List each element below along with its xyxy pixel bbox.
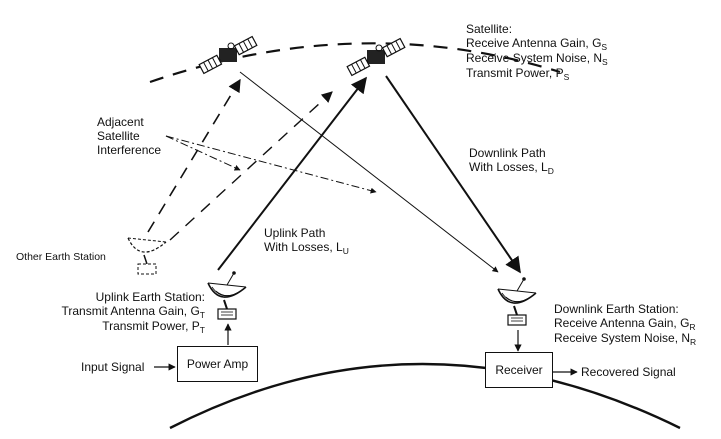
downlink-earth-station-label: Downlink Earth Station: Receive Antenna … bbox=[554, 302, 697, 347]
interference-uplink-2 bbox=[169, 91, 333, 241]
satellite-noise: Receive System Noise, NS bbox=[466, 51, 608, 67]
adjacent-interference-label: Adjacent Satellite Interference bbox=[97, 115, 162, 157]
satellite-power: Transmit Power, PS bbox=[466, 66, 570, 82]
satellite-gain: Receive Antenna Gain, GS bbox=[466, 36, 608, 52]
satellite-icon bbox=[346, 37, 406, 77]
uplink-path-arrow bbox=[217, 76, 367, 271]
adjacent-interference-2 bbox=[165, 135, 377, 194]
downlink-path-label: Downlink Path With Losses, LD bbox=[469, 146, 554, 176]
other-earth-station-label: Other Earth Station bbox=[16, 251, 106, 263]
downlink-path-arrow bbox=[385, 75, 521, 274]
other-earth-station-icon bbox=[127, 237, 167, 275]
earth-surface bbox=[169, 362, 681, 430]
satellite-label: Satellite: Receive Antenna Gain, GS Rece… bbox=[466, 22, 608, 82]
downlink-dish-icon bbox=[497, 276, 537, 326]
receiver-box: Receiver bbox=[485, 352, 553, 388]
uplink-path-label: Uplink Path With Losses, LU bbox=[264, 226, 349, 256]
uplink-earth-station-label: Uplink Earth Station: Transmit Antenna G… bbox=[61, 290, 206, 335]
interference-uplink-1 bbox=[147, 78, 241, 233]
adjacent-sat-downlink bbox=[239, 71, 499, 273]
input-signal-label: Input Signal bbox=[81, 360, 145, 374]
recovered-signal-label: Recovered Signal bbox=[581, 365, 676, 379]
uplink-dish-icon bbox=[207, 270, 247, 320]
power-amp-box: Power Amp bbox=[177, 346, 258, 382]
adjacent-interference-1 bbox=[165, 135, 241, 171]
